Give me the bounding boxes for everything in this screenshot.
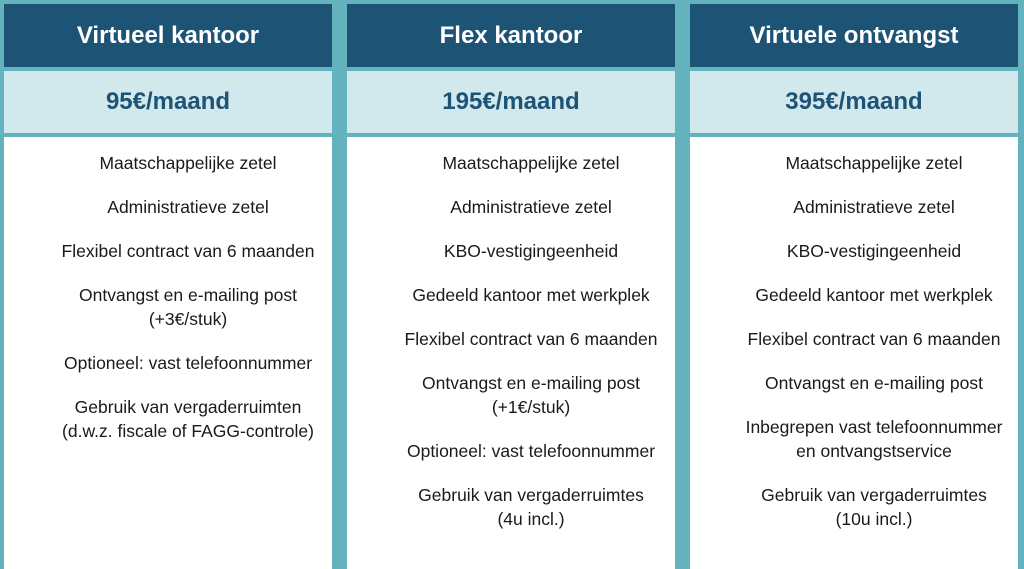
- plan-card-virtueel-kantoor: Virtueel kantoor 95€/maand Maatschappeli…: [4, 4, 332, 569]
- plan-feature: Ontvangst en e-mailing post (+1€/stuk): [422, 373, 640, 417]
- plan-feature: Gebruik van vergaderruimten (d.w.z. fisc…: [62, 397, 314, 441]
- plan-feature: Inbegrepen vast telefoonnummer en ontvan…: [745, 417, 1003, 461]
- plan-feature: Gebruik van vergaderruimtes (10u incl.): [761, 485, 987, 529]
- plan-title: Virtuele ontvangst: [690, 4, 1018, 67]
- plan-feature: Maatschappelijke zetel: [785, 153, 963, 173]
- plan-feature: Maatschappelijke zetel: [442, 153, 620, 173]
- plan-feature: Optioneel: vast telefoonnummer: [63, 353, 313, 373]
- plan-feature: Ontvangst en e-mailing post (+3€/stuk): [79, 285, 297, 329]
- plan-feature: Gedeeld kantoor met werkplek: [755, 285, 993, 305]
- plan-feature: Administratieve zetel: [107, 197, 269, 217]
- plan-feature: Maatschappelijke zetel: [99, 153, 277, 173]
- plan-price: 95€/maand: [4, 71, 332, 133]
- plan-title: Flex kantoor: [347, 4, 675, 67]
- plan-feature-list: Maatschappelijke zetel Administratieve z…: [347, 137, 675, 569]
- plan-feature-list: Maatschappelijke zetel Administratieve z…: [690, 137, 1018, 569]
- plan-feature: Administratieve zetel: [793, 197, 955, 217]
- plan-feature: Flexibel contract van 6 maanden: [61, 241, 315, 261]
- plan-feature: KBO-vestigingeenheid: [786, 241, 962, 261]
- plan-feature: Flexibel contract van 6 maanden: [747, 329, 1001, 349]
- plan-feature: KBO-vestigingeenheid: [443, 241, 619, 261]
- plan-feature-list: Maatschappelijke zetel Administratieve z…: [4, 137, 332, 569]
- plan-feature: Administratieve zetel: [450, 197, 612, 217]
- plan-card-virtuele-ontvangst: Virtuele ontvangst 395€/maand Maatschapp…: [690, 4, 1018, 569]
- plan-price: 395€/maand: [690, 71, 1018, 133]
- plan-feature: Ontvangst en e-mailing post: [765, 373, 983, 393]
- plan-card-flex-kantoor: Flex kantoor 195€/maand Maatschappelijke…: [347, 4, 675, 569]
- plan-price: 195€/maand: [347, 71, 675, 133]
- plan-feature: Flexibel contract van 6 maanden: [404, 329, 658, 349]
- plan-feature: Optioneel: vast telefoonnummer: [406, 441, 656, 461]
- plan-feature: Gebruik van vergaderruimtes (4u incl.): [418, 485, 644, 529]
- plan-feature: Gedeeld kantoor met werkplek: [412, 285, 650, 305]
- plan-title: Virtueel kantoor: [4, 4, 332, 67]
